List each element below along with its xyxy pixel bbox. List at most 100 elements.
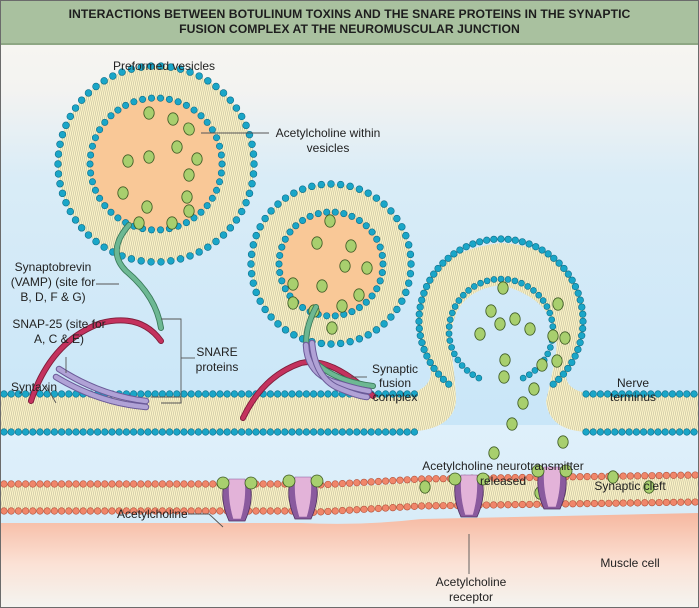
lipid-head (306, 212, 314, 220)
lipid-head (36, 507, 44, 515)
lipid-head (654, 390, 662, 398)
lipid-head (579, 317, 587, 325)
acetylcholine-molecule (552, 297, 564, 311)
lipid-head (525, 371, 533, 378)
lipid-head (158, 480, 166, 488)
lipid-head (180, 390, 188, 398)
lipid-head (331, 428, 339, 436)
acetylcholine-molecule (499, 353, 511, 367)
lipid-head (439, 475, 447, 483)
lipid-head (675, 428, 684, 436)
lipid-head (288, 390, 296, 398)
lipid-head (1, 390, 8, 398)
lipid-head (511, 277, 519, 285)
acetylcholine-molecule (607, 470, 619, 484)
lipid-head (22, 390, 30, 398)
lipid-head (166, 507, 174, 515)
label-snap25-1: SNAP-25 (site for (12, 317, 105, 331)
lipid-head (204, 77, 212, 85)
lipid-head (173, 507, 181, 515)
lipid-head (559, 370, 568, 378)
lipid-head (1, 428, 8, 436)
lipid-head (626, 499, 635, 507)
lipid-head (579, 324, 587, 333)
lipid-head (209, 507, 217, 515)
lipid-head (144, 390, 152, 398)
lipid-head (425, 502, 433, 510)
lipid-head (166, 480, 174, 488)
acetylcholine-molecule (524, 322, 536, 336)
lipid-head (151, 428, 159, 436)
lipid-head (288, 428, 296, 436)
leader-lines (45, 132, 470, 574)
lipid-head (564, 364, 572, 373)
preformed-vesicle (54, 62, 258, 266)
lipid-head (238, 390, 246, 398)
acetylcholine-molecule (419, 480, 431, 494)
lipid-head (237, 207, 246, 216)
lipid-head (7, 428, 15, 436)
lipid-head (122, 480, 130, 488)
lipid-head (524, 283, 532, 290)
lipid-head (677, 471, 685, 479)
lipid-head (165, 95, 173, 103)
lipid-head (374, 504, 383, 513)
lipid-head (331, 507, 339, 515)
lipid-head (418, 296, 426, 304)
lipid-head (355, 216, 363, 224)
lipid-head (72, 480, 80, 488)
lipid-head (302, 390, 311, 398)
lipid-head (654, 428, 662, 436)
lipid-head (219, 231, 228, 239)
lipid-head (448, 309, 456, 317)
lipid-head (203, 118, 211, 126)
receptor-inner (460, 474, 478, 516)
bound-acetylcholine (448, 472, 462, 486)
lipid-head (147, 258, 155, 266)
lipid-head (290, 331, 298, 339)
lipid-head (632, 428, 641, 436)
lipid-head (382, 428, 390, 436)
lipid-head (439, 259, 447, 267)
snare-fusion-complex (240, 304, 376, 421)
lipid-head (368, 292, 376, 300)
lipid-head (389, 504, 397, 512)
acetylcholine-molecule (166, 216, 178, 230)
lipid-head (403, 476, 411, 484)
acetylcholine-molecule (494, 317, 506, 331)
acetylcholine-molecule (183, 204, 195, 218)
nerve-terminal-membrane (1, 235, 698, 436)
lipid-head (203, 202, 211, 210)
lipid-head (406, 250, 415, 259)
lipid-head (247, 250, 256, 259)
lipid-head (625, 428, 633, 436)
lipid-head (43, 507, 51, 515)
lipid-head (167, 63, 175, 71)
lipid-head (93, 507, 102, 515)
acetylcholine-molecule (133, 216, 145, 230)
lipid-head (223, 428, 231, 436)
bound-acetylcholine (476, 472, 490, 486)
lipid-head (72, 507, 80, 515)
lipid-head (544, 350, 551, 358)
acetylcholine-molecule (324, 214, 336, 228)
lipid-head (166, 428, 174, 436)
label-synaptobrevin-3: B, D, F & G) (20, 290, 85, 304)
lipid-head (533, 500, 541, 508)
lipid-head (596, 428, 605, 436)
lipid-head (281, 326, 290, 334)
lipid-head (249, 279, 258, 287)
lipid-head (92, 237, 100, 246)
lipid-head (331, 390, 339, 398)
lipid-head (446, 316, 454, 323)
acetylcholine-molecule (345, 239, 357, 253)
lipid-head (380, 200, 388, 208)
lipid-head (583, 500, 591, 508)
lipid-head (247, 269, 256, 278)
lipid-head (65, 428, 73, 436)
title-bar: INTERACTIONS BETWEEN BOTULINUM TOXINS AN… (1, 1, 698, 45)
lipid-head (403, 428, 411, 436)
lipid-head (137, 63, 145, 71)
lipid-head (469, 371, 477, 378)
acetylcholine-molecule (528, 382, 540, 396)
